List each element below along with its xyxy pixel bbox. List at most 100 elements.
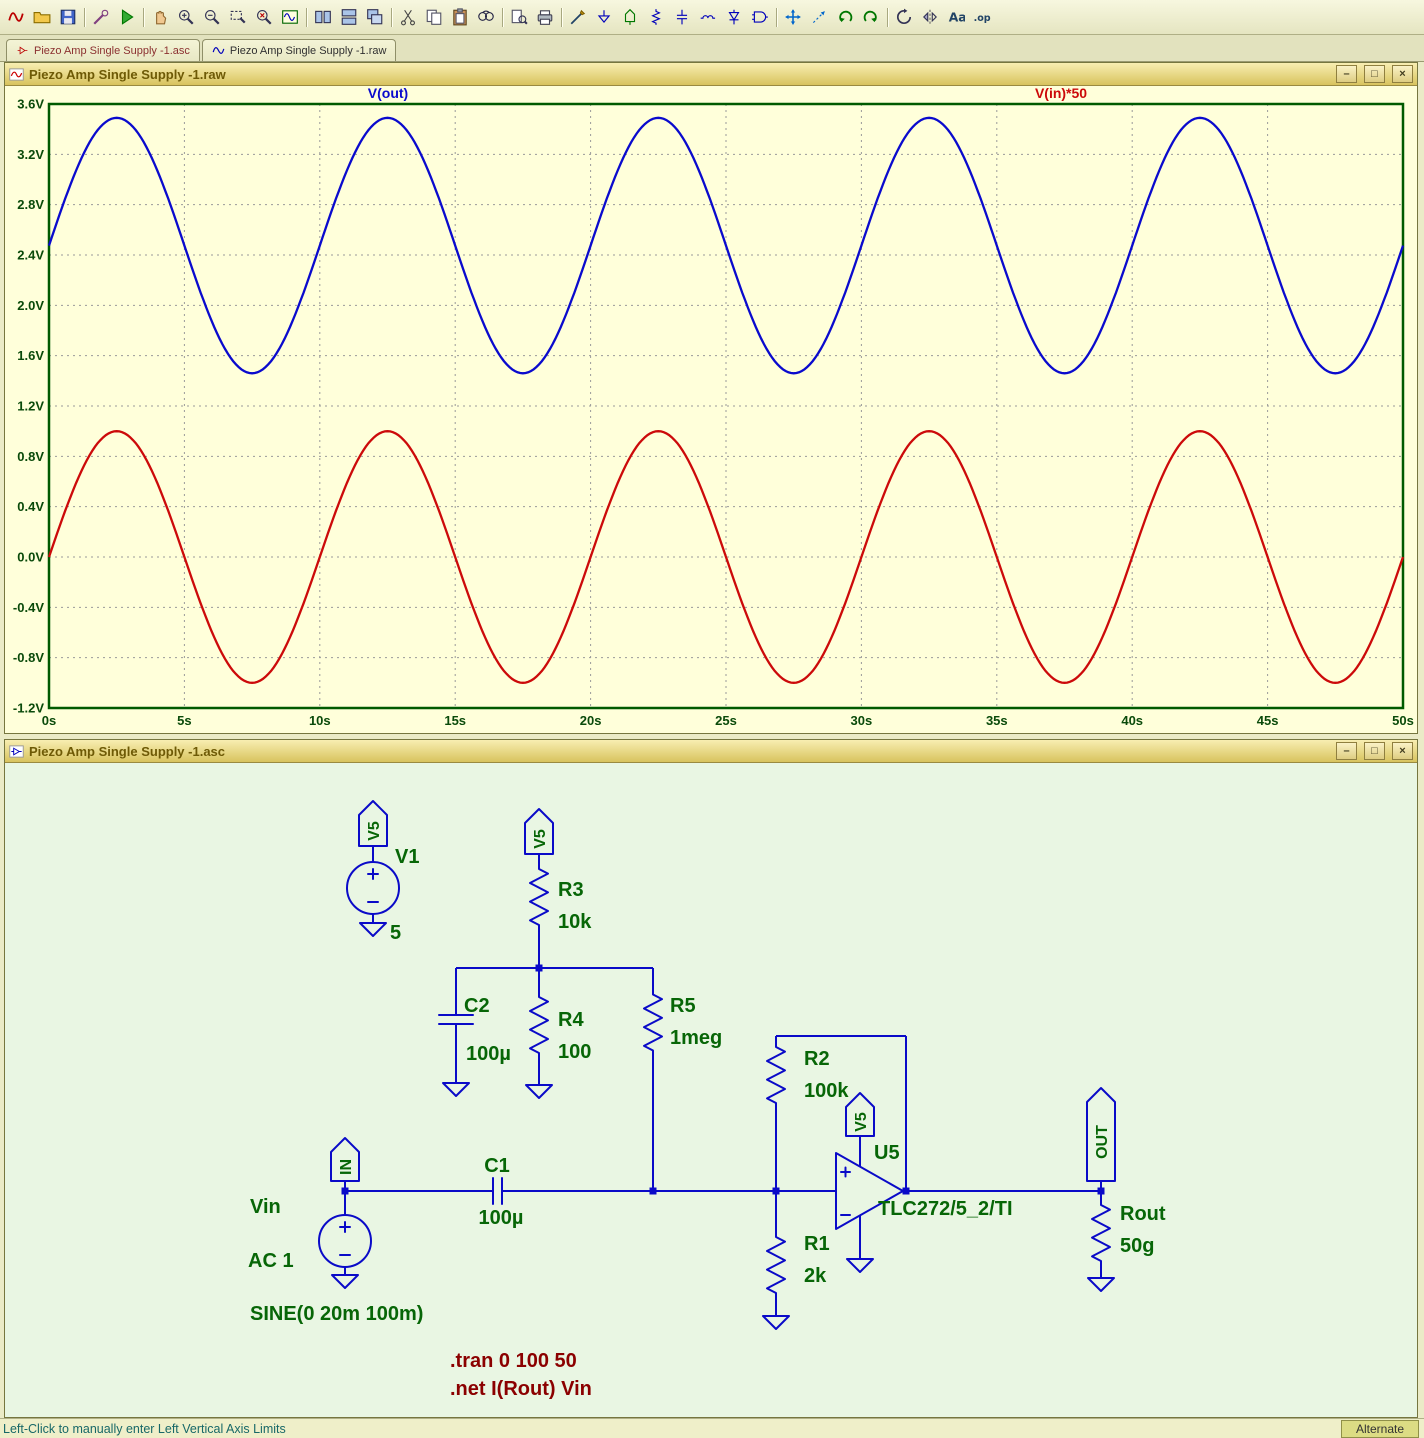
paste-icon[interactable] — [447, 4, 473, 30]
vin-sine-label[interactable]: SINE(0 20m 100m) — [250, 1303, 423, 1325]
c2-name-label[interactable]: C2 — [464, 995, 490, 1017]
out-flag[interactable] — [1086, 1087, 1116, 1182]
out-flag-label[interactable]: OUT — [1094, 1125, 1111, 1159]
cascade-icon[interactable] — [362, 4, 388, 30]
v5-flag-1-label[interactable]: V5 — [366, 821, 383, 841]
schematic-close-button[interactable]: × — [1392, 742, 1413, 760]
capacitor-c1[interactable] — [492, 1177, 503, 1205]
r3-name-label[interactable]: R3 — [558, 879, 584, 901]
component-icon[interactable] — [747, 4, 773, 30]
zoom-in-icon[interactable] — [173, 4, 199, 30]
voltage-source-vin[interactable] — [318, 1214, 372, 1268]
tile-vert-icon[interactable] — [310, 4, 336, 30]
net-directive[interactable]: .net I(Rout) Vin — [450, 1378, 592, 1400]
ground-symbol-rout[interactable] — [1087, 1277, 1115, 1292]
ground-symbol-r4[interactable] — [525, 1084, 553, 1099]
r1-name-label[interactable]: R1 — [804, 1233, 830, 1255]
schematic-canvas[interactable]: V5 V1 5 V5 R3 10k C2 100µ R4 100 — [5, 763, 1417, 1417]
schematic-window-titlebar[interactable]: Piezo Amp Single Supply -1.asc – □ × — [5, 740, 1417, 763]
capacitor-c2[interactable] — [438, 1014, 474, 1025]
tab-schematic[interactable]: Piezo Amp Single Supply -1.asc — [6, 39, 200, 61]
r5-name-label[interactable]: R5 — [670, 995, 696, 1017]
schematic-maximize-button[interactable]: □ — [1364, 742, 1385, 760]
undo-icon[interactable] — [832, 4, 858, 30]
diode-icon[interactable] — [721, 4, 747, 30]
c2-value-label[interactable]: 100µ — [466, 1043, 511, 1065]
vin-name-label[interactable]: Vin — [250, 1196, 281, 1218]
tile-horz-icon[interactable] — [336, 4, 362, 30]
waveform-minimize-button[interactable]: – — [1336, 65, 1357, 83]
resistor-rout[interactable] — [1091, 1198, 1111, 1268]
waveform-close-button[interactable]: × — [1392, 65, 1413, 83]
resistor-icon[interactable] — [643, 4, 669, 30]
mirror-icon[interactable] — [917, 4, 943, 30]
ground-symbol-c2[interactable] — [442, 1082, 470, 1097]
ground-symbol-r1[interactable] — [762, 1315, 790, 1330]
ground-symbol-u5[interactable] — [846, 1258, 874, 1273]
open-icon[interactable] — [29, 4, 55, 30]
v1-name-label[interactable]: V1 — [395, 846, 419, 868]
c1-value-label[interactable]: 100µ — [479, 1207, 524, 1229]
waveform-window-titlebar[interactable]: Piezo Amp Single Supply -1.raw – □ × — [5, 63, 1417, 86]
r4-name-label[interactable]: R4 — [558, 1009, 584, 1031]
u5-value-label[interactable]: TLC272/5_2/TI — [878, 1198, 1013, 1220]
cut-icon[interactable] — [395, 4, 421, 30]
resistor-r2[interactable] — [766, 1040, 786, 1110]
legend-v-out-[interactable]: V(out) — [368, 86, 408, 101]
inductor-icon[interactable] — [695, 4, 721, 30]
resistor-r5[interactable] — [643, 985, 663, 1060]
resistor-r3[interactable] — [529, 862, 549, 932]
ground-symbol-v1[interactable] — [359, 922, 387, 937]
print-icon[interactable] — [532, 4, 558, 30]
r2-value-label[interactable]: 100k — [804, 1080, 849, 1102]
v5-flag-3-label[interactable]: V5 — [853, 1112, 870, 1132]
r5-value-label[interactable]: 1meg — [670, 1027, 722, 1049]
run-icon[interactable] — [114, 4, 140, 30]
label-net-icon[interactable] — [617, 4, 643, 30]
v1-value-label[interactable]: 5 — [390, 922, 401, 944]
autorange-icon[interactable] — [277, 4, 303, 30]
c1-name-label[interactable]: C1 — [484, 1155, 510, 1177]
r1-value-label[interactable]: 2k — [804, 1265, 827, 1287]
vin-ac-label[interactable]: AC 1 — [248, 1250, 294, 1272]
v5-flag-2-label[interactable]: V5 — [532, 829, 549, 849]
schematic-minimize-button[interactable]: – — [1336, 742, 1357, 760]
wire-icon[interactable] — [565, 4, 591, 30]
v5-flag-1[interactable] — [358, 800, 388, 847]
text-icon[interactable]: Aa — [943, 4, 969, 30]
save-icon[interactable] — [55, 4, 81, 30]
waveform-maximize-button[interactable]: □ — [1364, 65, 1385, 83]
rout-name-label[interactable]: Rout — [1120, 1203, 1166, 1225]
move-icon[interactable] — [780, 4, 806, 30]
u5-name-label[interactable]: U5 — [874, 1142, 900, 1164]
voltage-source-v1[interactable] — [346, 861, 400, 915]
legend-v-in-50[interactable]: V(in)*50 — [1035, 86, 1087, 101]
tab-waveform[interactable]: Piezo Amp Single Supply -1.raw — [201, 39, 397, 61]
zoom-out-icon[interactable] — [199, 4, 225, 30]
new-schematic-icon[interactable] — [3, 4, 29, 30]
resistor-r4[interactable] — [529, 990, 549, 1060]
tran-directive[interactable]: .tran 0 100 50 — [450, 1350, 577, 1372]
ground-symbol-vin[interactable] — [331, 1274, 359, 1289]
in-flag[interactable] — [330, 1137, 360, 1182]
probe-icon[interactable] — [88, 4, 114, 30]
schematic-canvas-area[interactable]: V5 V1 5 V5 R3 10k C2 100µ R4 100 — [5, 763, 1417, 1417]
resistor-r1[interactable] — [766, 1230, 786, 1300]
zoom-area-icon[interactable] — [225, 4, 251, 30]
r2-name-label[interactable]: R2 — [804, 1048, 830, 1070]
trace-v-in-50[interactable] — [47, 430, 1405, 684]
pan-hand-icon[interactable] — [147, 4, 173, 30]
capacitor-icon[interactable] — [669, 4, 695, 30]
in-flag-label[interactable]: IN — [338, 1159, 355, 1175]
spice-directive-icon[interactable]: .op — [969, 4, 995, 30]
rout-value-label[interactable]: 50g — [1120, 1235, 1154, 1257]
trace-v-out-[interactable] — [47, 116, 1405, 375]
zoom-fit-icon[interactable] — [251, 4, 277, 30]
ground-icon[interactable] — [591, 4, 617, 30]
find-icon[interactable] — [473, 4, 499, 30]
v5-flag-2[interactable] — [524, 808, 554, 855]
print-preview-icon[interactable] — [506, 4, 532, 30]
opamp-u5[interactable] — [835, 1152, 904, 1230]
v5-flag-3[interactable] — [845, 1092, 875, 1137]
